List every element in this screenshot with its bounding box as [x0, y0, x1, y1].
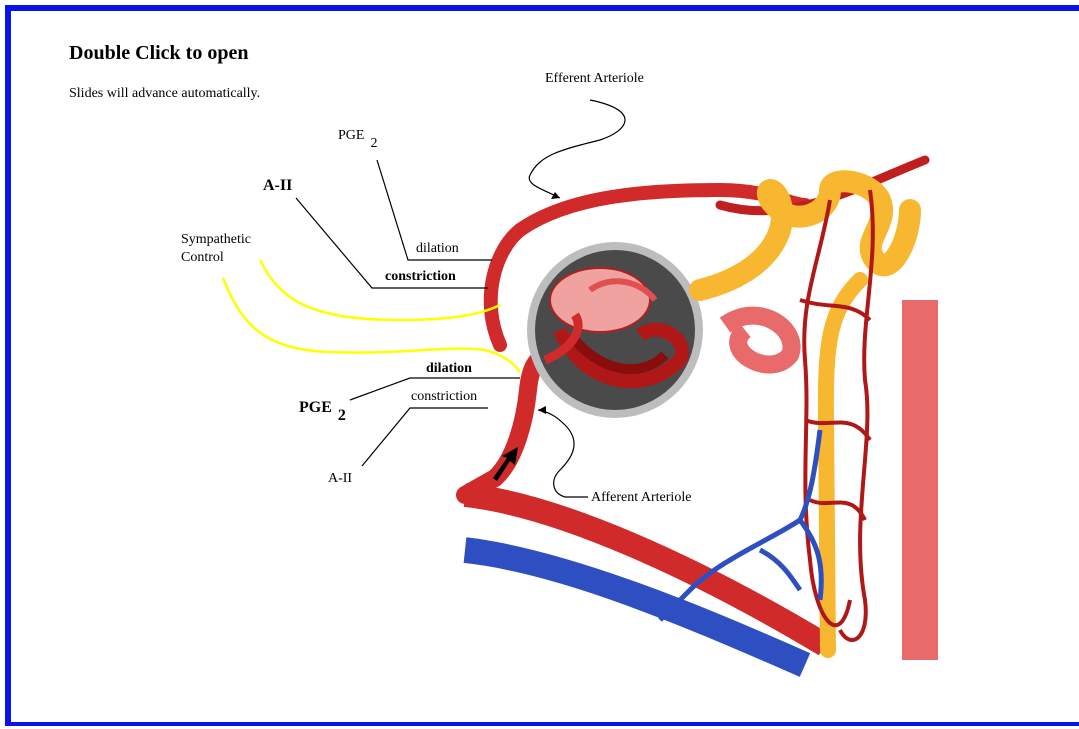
- efferent-arrow: [529, 100, 625, 198]
- proximal-tubule: [700, 181, 910, 290]
- label-dilation-top: dilation: [416, 242, 459, 256]
- label-afferent-arteriole: Afferent Arteriole: [591, 491, 691, 505]
- distal-tubule: [725, 316, 792, 365]
- label-efferent-arteriole: Efferent Arteriole: [545, 72, 644, 86]
- label-pge2-top-text: PGE: [338, 128, 364, 143]
- label-aii-bottom: A-II: [328, 472, 352, 486]
- afferent-arrowhead: [538, 406, 546, 414]
- label-sympathetic: Sympathetic: [181, 233, 251, 247]
- label-pge2-bottom-text: PGE: [299, 399, 332, 416]
- label-pge2-top-subscript: 2: [370, 136, 377, 151]
- loop-of-henle: [826, 280, 860, 650]
- afferent-arteriole-vessel: [465, 355, 545, 495]
- label-aii-top: A-II: [263, 178, 292, 194]
- afferent-arrow: [538, 410, 588, 497]
- efferent-arrowhead: [551, 192, 560, 199]
- label-pge2-bottom-subscript: 2: [338, 407, 346, 424]
- label-control: Control: [181, 251, 224, 265]
- sympathetic-nerve-upper: [260, 260, 500, 320]
- label-constriction-top: constriction: [385, 270, 456, 284]
- label-constriction-bottom: constriction: [411, 390, 477, 404]
- sympathetic-nerve-lower: [223, 278, 520, 372]
- label-dilation-bottom: dilation: [426, 362, 472, 376]
- label-pge2-top: PGE2: [338, 129, 377, 143]
